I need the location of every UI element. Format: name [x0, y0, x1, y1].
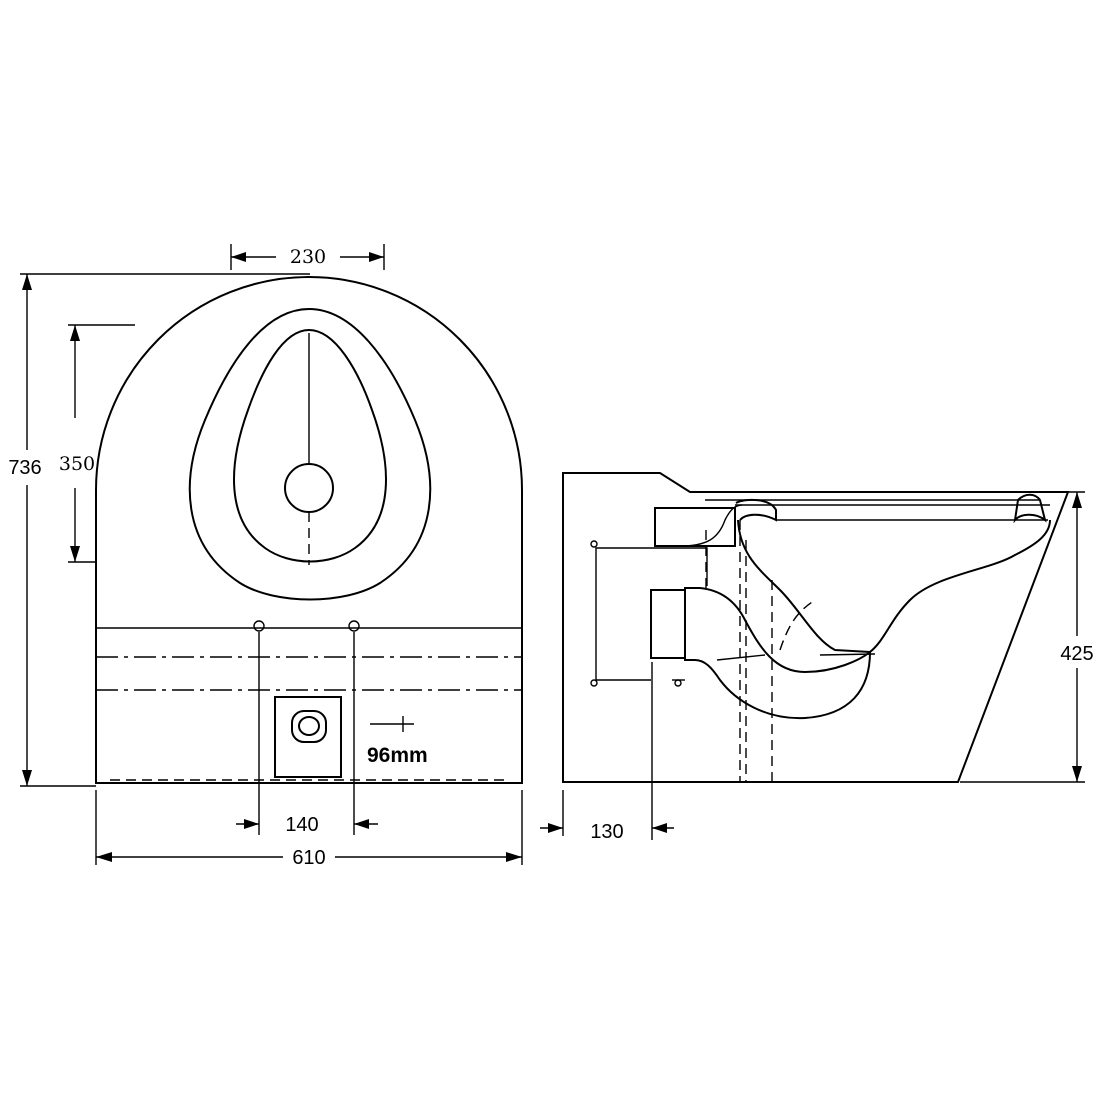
dim-label-230: 230 [290, 246, 326, 268]
trap-joint-1 [716, 654, 766, 661]
side-rim-curve-back [1013, 493, 1047, 524]
dim-label-140: 140 [285, 814, 318, 836]
bowl-interior-profile [737, 519, 1051, 654]
trap-outer [684, 587, 872, 720]
bracket-plate [595, 547, 708, 680]
trap-seal-dashed [779, 599, 816, 651]
dim-label-350: 350 [59, 453, 95, 475]
dim-label-736: 736 [8, 457, 41, 479]
outlet-icon-ring [298, 716, 320, 736]
fixing-hole-right [348, 620, 360, 632]
side-rim-curve-front [735, 498, 777, 522]
front-view [95, 276, 523, 835]
bracket-hole-br [674, 679, 682, 687]
dim-label-610: 610 [292, 847, 325, 869]
front-dimensions: 230 736 350 140 610 96mm [8, 244, 523, 869]
outlet-spigot [650, 589, 686, 659]
dim-label-425: 425 [1060, 643, 1093, 665]
trap-joint-2 [819, 653, 876, 656]
bracket-hole-bl [590, 679, 598, 687]
bowl-outer-rim [188, 307, 432, 601]
bowl-inner-rim [233, 328, 387, 563]
dim-label-130: 130 [590, 821, 623, 843]
front-body-outline [95, 276, 523, 784]
flush-inlet [654, 507, 736, 547]
fixing-hole-left [253, 620, 265, 632]
flush-inlet-curve [684, 504, 743, 547]
side-view [562, 472, 1070, 783]
dim-label-96mm: 96mm [367, 744, 428, 767]
outlet-icon-rounded [291, 710, 327, 743]
outlet-box [274, 696, 342, 778]
bracket-hole-tl [590, 540, 598, 548]
side-dimensions: 425 130 [540, 491, 1094, 843]
bowl-outlet-circle [284, 463, 334, 513]
